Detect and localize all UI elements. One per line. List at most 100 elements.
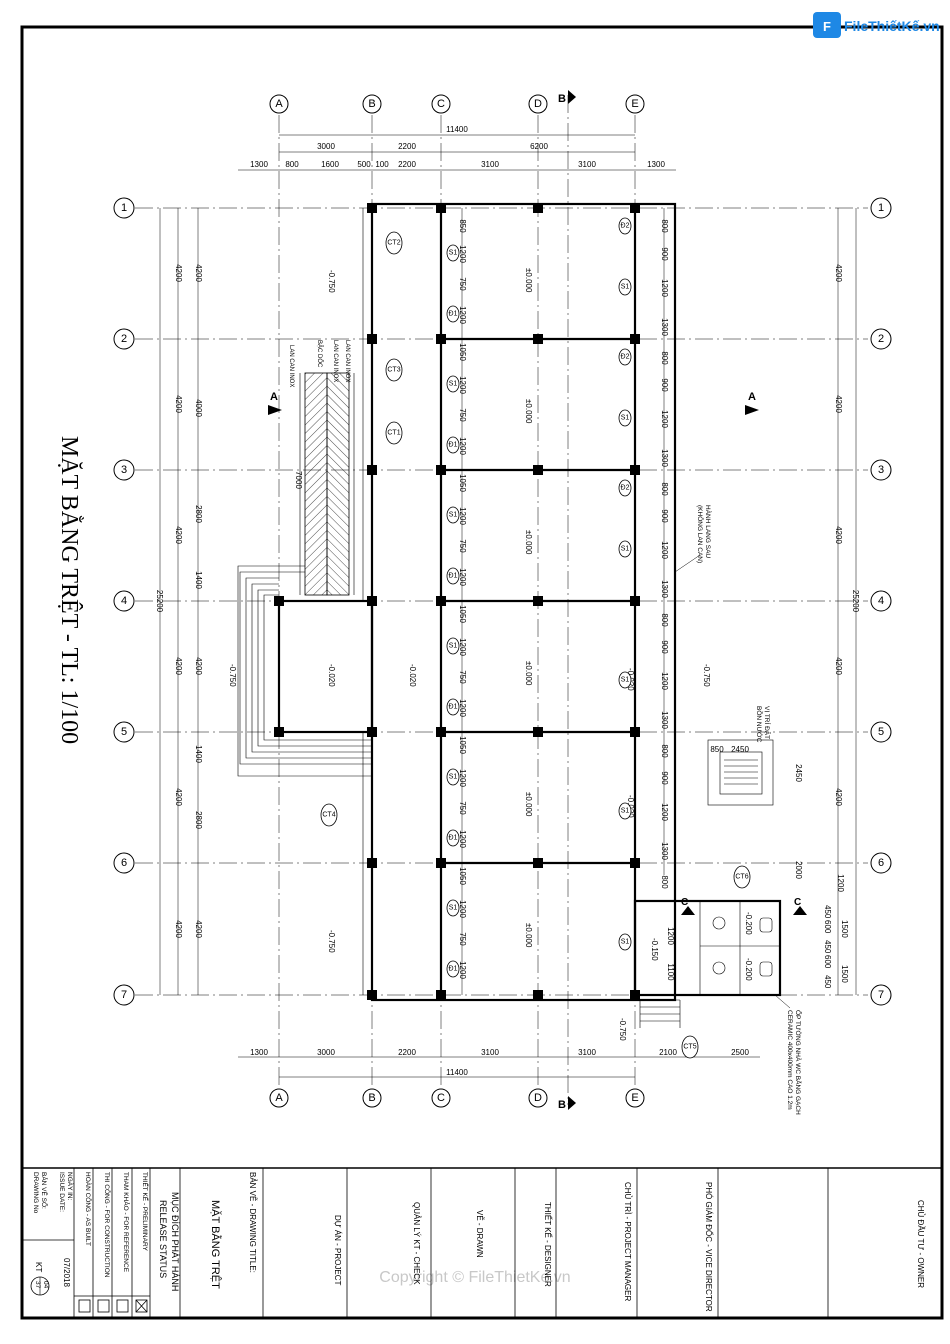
svg-text:4200: 4200 bbox=[174, 526, 183, 544]
logo-text: FileThiếtKế.vn bbox=[844, 18, 940, 34]
svg-text:1300: 1300 bbox=[660, 318, 669, 336]
svg-text:-0.020: -0.020 bbox=[408, 664, 417, 687]
svg-text:4200: 4200 bbox=[174, 788, 183, 806]
window-tag: S1 bbox=[618, 540, 632, 558]
svg-text:1300: 1300 bbox=[660, 449, 669, 467]
svg-text:4200: 4200 bbox=[174, 395, 183, 413]
svg-text:CT5: CT5 bbox=[683, 1044, 696, 1051]
svg-text:500: 500 bbox=[357, 160, 371, 169]
svg-text:800: 800 bbox=[660, 613, 669, 627]
window-tag: S1 bbox=[618, 671, 632, 689]
svg-text:25200: 25200 bbox=[155, 590, 164, 613]
svg-text:Đ1: Đ1 bbox=[449, 442, 458, 449]
svg-text:2450: 2450 bbox=[794, 764, 803, 782]
svg-text:-0.750: -0.750 bbox=[702, 664, 711, 687]
svg-text:3000: 3000 bbox=[317, 142, 335, 151]
grid-bubble-b-bottom: B bbox=[362, 1088, 382, 1108]
grid-bubble-b-top: B bbox=[362, 94, 382, 114]
svg-text:A: A bbox=[275, 98, 283, 110]
svg-text:Đ1: Đ1 bbox=[449, 704, 458, 711]
svg-text:1050: 1050 bbox=[458, 736, 467, 754]
svg-text:4200: 4200 bbox=[194, 657, 203, 675]
svg-text:-0.200: -0.200 bbox=[744, 958, 753, 981]
svg-text:1200: 1200 bbox=[458, 769, 467, 787]
svg-text:1500: 1500 bbox=[840, 920, 849, 938]
svg-text:7: 7 bbox=[878, 989, 884, 1001]
svg-text:1300: 1300 bbox=[250, 160, 268, 169]
svg-text:Đ1: Đ1 bbox=[449, 966, 458, 973]
svg-text:800: 800 bbox=[660, 219, 669, 233]
svg-text:1050: 1050 bbox=[458, 605, 467, 623]
svg-text:800: 800 bbox=[660, 744, 669, 758]
window-tag: S1 bbox=[446, 506, 460, 524]
svg-text:-0.020: -0.020 bbox=[327, 664, 336, 687]
svg-text:750: 750 bbox=[458, 277, 467, 291]
svg-text:1300: 1300 bbox=[660, 711, 669, 729]
svg-text:S1: S1 bbox=[449, 250, 458, 257]
tags: Đ2 Đ2 Đ2 S1 S1 S1 S1 S1 S1 S1 S1 S1 S1 S… bbox=[320, 217, 751, 1059]
svg-text:800: 800 bbox=[660, 482, 669, 496]
svg-text:3: 3 bbox=[878, 464, 884, 476]
section-marks: A A B B C C bbox=[268, 90, 807, 1111]
svg-text:600: 600 bbox=[823, 920, 832, 934]
section-mark-a-left: A bbox=[270, 391, 278, 403]
svg-text:Đ1: Đ1 bbox=[449, 311, 458, 318]
svg-text:800: 800 bbox=[285, 160, 299, 169]
svg-text:±0.000: ±0.000 bbox=[524, 268, 533, 293]
plan-title: MẶT BẰNG TRỆT - TL: 1/100 bbox=[56, 436, 83, 744]
door-tag: Đ1 bbox=[446, 436, 460, 454]
door-tag: Đ2 bbox=[618, 479, 632, 497]
svg-text:900: 900 bbox=[660, 509, 669, 523]
svg-text:1050: 1050 bbox=[458, 343, 467, 361]
svg-text:S1: S1 bbox=[621, 546, 630, 553]
svg-text:-0.750: -0.750 bbox=[228, 664, 237, 687]
svg-text:1050: 1050 bbox=[458, 867, 467, 885]
svg-text:100: 100 bbox=[375, 160, 389, 169]
tb-issue-date-label-vi: NGÀY IN: bbox=[66, 1172, 75, 1201]
svg-text:6200: 6200 bbox=[530, 142, 548, 151]
svg-text:S1: S1 bbox=[621, 284, 630, 291]
svg-text:900: 900 bbox=[660, 771, 669, 785]
svg-text:4000: 4000 bbox=[194, 399, 203, 417]
svg-text:5: 5 bbox=[878, 726, 884, 738]
grid-bubble-d-bottom: D bbox=[528, 1088, 548, 1108]
tb-project: DỰ ÁN - PROJECT bbox=[333, 1215, 342, 1286]
detail-tag-ct4: CT4 bbox=[320, 803, 338, 827]
tb-status-construction: THI CÔNG - FOR CONSTRUCTION bbox=[103, 1172, 112, 1278]
svg-text:750: 750 bbox=[458, 408, 467, 422]
detail-tag-ct6: CT6 bbox=[733, 865, 751, 889]
svg-text:2800: 2800 bbox=[194, 811, 203, 829]
tb-owner: CHỦ ĐẦU TƯ - OWNER bbox=[916, 1200, 926, 1288]
tank-label-1: VỊ TRÍ ĐẶT bbox=[763, 706, 772, 739]
svg-text:D: D bbox=[534, 1092, 542, 1104]
svg-text:1400: 1400 bbox=[194, 745, 203, 763]
grid-bubble-a-bottom: A bbox=[269, 1088, 289, 1108]
svg-text:3: 3 bbox=[121, 464, 127, 476]
window-tag: S1 bbox=[618, 278, 632, 296]
tank-label-2: BỒN NƯỚC bbox=[755, 706, 765, 743]
grid-bubble-e-bottom: E bbox=[625, 1088, 645, 1108]
svg-text:750: 750 bbox=[458, 670, 467, 684]
status-check-mark bbox=[135, 1299, 148, 1313]
grid-bubbles-left: 1 2 3 4 5 6 7 bbox=[113, 197, 135, 1006]
grid-bubble-7-left: 7 bbox=[113, 984, 135, 1006]
svg-text:(KHÔNG LAN CAN): (KHÔNG LAN CAN) bbox=[696, 505, 705, 563]
svg-text:900: 900 bbox=[660, 378, 669, 392]
door-tag: Đ1 bbox=[446, 305, 460, 323]
svg-text:2100: 2100 bbox=[659, 1048, 677, 1057]
svg-text:1200: 1200 bbox=[458, 638, 467, 656]
svg-text:600: 600 bbox=[823, 955, 832, 969]
tb-checker: QUẢN LÝ KT - CHECK bbox=[412, 1202, 421, 1285]
tb-designer: THIẾT KẾ - DESIGNER bbox=[543, 1202, 553, 1287]
svg-text:11400: 11400 bbox=[446, 1068, 468, 1077]
svg-text:CT3: CT3 bbox=[387, 367, 400, 374]
svg-text:1200: 1200 bbox=[458, 437, 467, 455]
svg-text:2450: 2450 bbox=[731, 745, 749, 754]
svg-text:3100: 3100 bbox=[578, 160, 596, 169]
svg-text:1200: 1200 bbox=[660, 803, 669, 821]
svg-text:2200: 2200 bbox=[398, 160, 416, 169]
tb-status-preliminary: THIẾT KẾ - PRELIMINARY bbox=[141, 1172, 151, 1252]
tb-status-as-built: HOÀN CÔNG - AS BUILT bbox=[84, 1172, 93, 1246]
svg-text:Đ1: Đ1 bbox=[449, 573, 458, 580]
tb-drawing-title-label: BẢN VẼ - DRAWING TITLE: bbox=[248, 1172, 257, 1273]
